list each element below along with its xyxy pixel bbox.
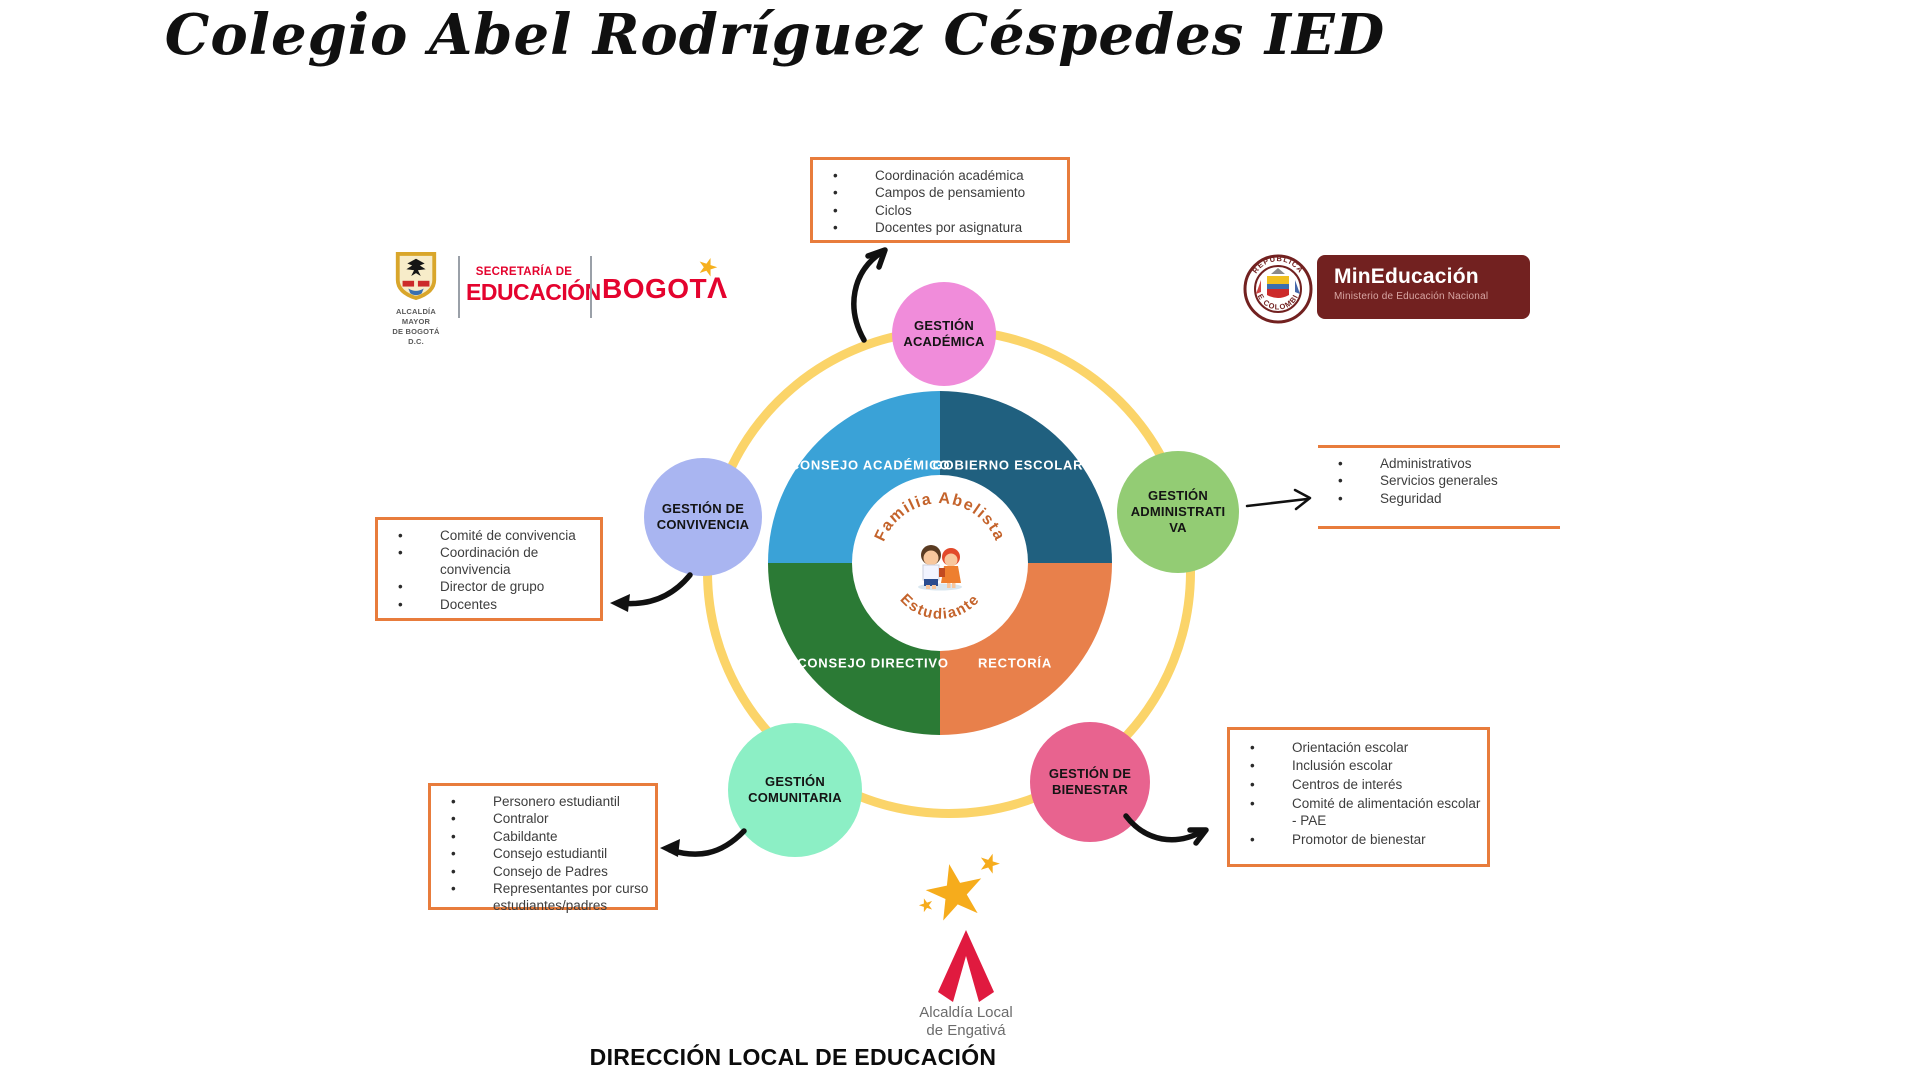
bogota-crest-icon <box>395 252 437 301</box>
list-item: Promotor de bienestar <box>1234 832 1483 849</box>
box-gestion-de-convivencia: Comité de convivenciaCoordinación de con… <box>375 517 603 621</box>
list-item: Inclusión escolar <box>1234 758 1483 775</box>
logo-divider <box>590 256 592 318</box>
bogota-wordmark: BOGOTΛ ★ <box>602 254 728 306</box>
secretaria-line2: EDUCACIÓN <box>466 279 601 305</box>
circle-gestion-administrativa: GESTIÓN ADMINISTRATI VA <box>1117 451 1239 573</box>
colombia-seal-icon: REPÚBLICA DE COLOMBIA <box>1243 254 1313 324</box>
list-item: Ciclos <box>817 203 1063 220</box>
list-item: Comité de convivencia <box>382 528 596 545</box>
footer-title: DIRECCIÓN LOCAL DE EDUCACIÓN <box>589 1044 997 1070</box>
arrow-comunitaria <box>667 828 747 857</box>
list-item: Docentes <box>382 597 596 614</box>
circle-gestion-academica: GESTIÓN ACADÉMICA <box>892 282 996 386</box>
list-item: Consejo estudiantil <box>435 846 651 863</box>
wheel-center-art: Familia Abelista Estudiante <box>872 490 1008 623</box>
logo-divider <box>458 256 460 318</box>
svg-text:Familia Abelista: Familia Abelista <box>872 490 1008 544</box>
arrow-bienestar <box>1123 813 1206 843</box>
svg-text:Estudiante: Estudiante <box>897 591 984 623</box>
engativa-caption: Alcaldía Local de Engativá <box>919 1004 1013 1039</box>
arrow-administrativa <box>1245 497 1309 508</box>
box-gestion-administrativa: AdministrativosServicios generalesSeguri… <box>1318 445 1560 529</box>
arrow-convivencia <box>617 572 693 607</box>
list-item: Comité de alimentación escolar - PAE <box>1234 796 1483 829</box>
list-item: Contralor <box>435 811 651 828</box>
arrow-academica <box>851 249 885 343</box>
arrow-bienestar-head <box>1187 827 1209 846</box>
mineducacion-logo: MinEducación Ministerio de Educación Nac… <box>1317 255 1530 319</box>
quadrant-consejo-directivo: CONSEJO DIRECTIVO <box>797 655 949 671</box>
list-item: Servicios generales <box>1322 473 1556 490</box>
comunitaria-list: Personero estudiantilContralorCabildante… <box>431 786 655 922</box>
list-item: Administrativos <box>1322 456 1556 473</box>
arrow-convivencia-head <box>610 594 630 612</box>
box-gestion-comunitaria: Personero estudiantilContralorCabildante… <box>428 783 658 913</box>
circle-gestion-comunitaria: GESTIÓN COMUNITARIA <box>728 723 862 857</box>
page-title: Colegio Abel Rodríguez Céspedes IED <box>164 2 1386 68</box>
bienestar-list: Orientación escolarInclusión escolarCent… <box>1230 730 1487 858</box>
center-text-top: Familia Abelista <box>872 490 1007 544</box>
arrow-comunitaria-head <box>660 839 680 857</box>
center-text-bottom: Estudiante <box>897 591 982 623</box>
quadrant-consejo-academico: CONSEJO ACADÉMICO <box>789 457 951 473</box>
mineducacion-subtitle: Ministerio de Educación Nacional <box>1334 291 1489 302</box>
box-gestion-de-bienestar: Orientación escolarInclusión escolarCent… <box>1227 727 1490 867</box>
list-item: Consejo de Padres <box>435 864 651 881</box>
circle-gestion-de-bienestar: GESTIÓN DE BIENESTAR <box>1030 722 1150 842</box>
list-item: Centros de interés <box>1234 777 1483 794</box>
quadrant-gobierno-escolar: GOBIERNO ESCOLAR <box>932 457 1084 473</box>
arrow-academica-head <box>865 247 888 270</box>
bogota-word-text: BOGOT <box>602 273 708 304</box>
list-item: Personero estudiantil <box>435 794 651 811</box>
students-illustration-icon <box>918 545 962 591</box>
wheel-center: Familia Abelista Estudiante <box>852 475 1028 651</box>
bogota-crest-caption: ALCALDÍA MAYOR DE BOGOTÁ D.C. <box>392 307 440 347</box>
list-item: Seguridad <box>1322 491 1556 508</box>
administrativa-list: AdministrativosServicios generalesSeguri… <box>1318 448 1560 515</box>
quadrant-rectoria: RECTORÍA <box>977 655 1053 671</box>
list-item: Docentes por asignatura <box>817 220 1063 237</box>
academica-list: Coordinación académicaCampos de pensamie… <box>813 160 1067 245</box>
governance-wheel: CONSEJO ACADÉMICO GOBIERNO ESCOLAR CONSE… <box>768 391 1112 735</box>
bogota-lambda: Λ <box>707 272 728 305</box>
convivencia-list: Comité de convivenciaCoordinación de con… <box>378 520 600 621</box>
secretaria-educacion-logo: SECRETARÍA DE EDUCACIÓN <box>466 266 601 306</box>
mineducacion-title: MinEducación <box>1334 265 1479 288</box>
list-item: Director de grupo <box>382 579 596 596</box>
list-item: Representantes por curso estudiantes/pad… <box>435 881 651 914</box>
box-gestion-academica: Coordinación académicaCampos de pensamie… <box>810 157 1070 243</box>
list-item: Coordinación de convivencia <box>382 545 596 578</box>
list-item: Cabildante <box>435 829 651 846</box>
arrow-administrativa-head <box>1293 488 1312 511</box>
engativa-lambda-icon <box>938 930 994 1002</box>
list-item: Campos de pensamiento <box>817 185 1063 202</box>
circle-gestion-de-convivencia: GESTIÓN DE CONVIVENCIA <box>644 458 762 576</box>
bogota-crest: ALCALDÍA MAYOR DE BOGOTÁ D.C. <box>384 252 448 348</box>
list-item: Coordinación académica <box>817 168 1063 185</box>
secretaria-line1: SECRETARÍA DE <box>475 266 573 278</box>
list-item: Orientación escolar <box>1234 740 1483 757</box>
